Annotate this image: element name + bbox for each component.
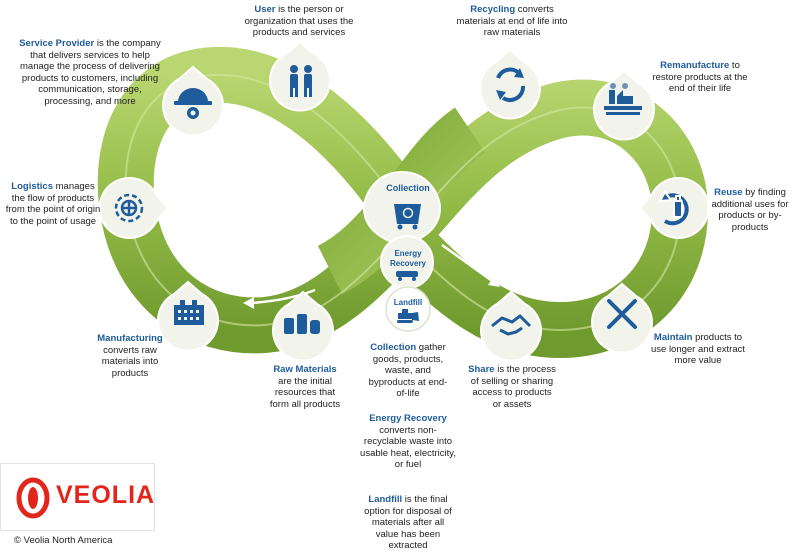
desc-remanufacture: Remanufacture to restore products at the… — [652, 60, 748, 94]
desc-maintain: Maintain products to use longer and extr… — [650, 332, 745, 366]
node-raw-materials — [272, 290, 334, 362]
bottle-reuse-icon — [658, 190, 689, 226]
flow-arrows — [243, 243, 500, 309]
desc-user: User is the person or organization that … — [244, 4, 354, 38]
arrow-left — [251, 288, 316, 305]
desc-energy-recovery: Energy Recovery converts non-recyclable … — [360, 413, 456, 470]
node-collection-label: Collection — [386, 183, 430, 193]
arrow-right-head — [488, 276, 500, 287]
bulldozer-icon — [397, 309, 419, 323]
node-user — [269, 40, 331, 112]
node-reuse — [638, 177, 710, 239]
arrow-right — [441, 243, 496, 285]
copyright: © Veolia North America — [14, 535, 113, 546]
dumpster-icon — [394, 204, 421, 230]
building-icon — [174, 300, 204, 325]
handshake-icon — [491, 314, 532, 336]
node-share — [480, 290, 542, 362]
desc-logistics: Logistics manages the flow of products f… — [5, 181, 101, 227]
desc-manufacturing: Manufacturing converts raw materials int… — [97, 333, 163, 379]
node-landfill-label: Landfill — [394, 298, 422, 307]
arrow-left-head — [243, 297, 254, 309]
desc-raw-materials: Raw Materials are the initial resources … — [269, 364, 341, 410]
globe-gears-icon — [114, 193, 144, 223]
desc-reuse: Reuse by finding additional uses for pro… — [711, 187, 789, 233]
node-recycling — [479, 48, 541, 120]
hardhat-gear-icon — [174, 88, 212, 119]
logo-text: VEOLIA — [56, 481, 156, 509]
desc-recycling: Recycling converts materials at end of l… — [456, 4, 568, 38]
wrench-screwdriver-icon — [607, 299, 637, 329]
node-maintain — [591, 282, 653, 354]
node-energy-label-1: Energy — [394, 249, 422, 258]
barrels-icon — [284, 314, 320, 334]
node-collection: Collection — [362, 170, 442, 247]
people-icon — [290, 65, 312, 97]
node-manufacturing — [157, 280, 219, 352]
factory-icon — [604, 83, 642, 115]
node-landfill: Landfill — [385, 286, 431, 332]
recycle-arrows-icon — [496, 67, 526, 103]
veolia-mark-icon — [16, 477, 50, 519]
desc-landfill: Landfill is the final option for disposa… — [364, 494, 452, 551]
node-remanufacture — [593, 69, 655, 141]
truck-icon — [396, 271, 418, 281]
desc-share: Share is the process of selling or shari… — [468, 364, 556, 410]
desc-collection: Collection gather goods, products, waste… — [368, 342, 448, 399]
node-service-provider — [162, 65, 224, 137]
veolia-logo: VEOLIA — [0, 463, 155, 531]
node-energy-recovery: Energy Recovery — [380, 235, 434, 289]
desc-service-provider: Service Provider is the company that del… — [19, 38, 161, 107]
node-logistics — [98, 177, 170, 239]
node-energy-label-2: Recovery — [390, 259, 427, 268]
